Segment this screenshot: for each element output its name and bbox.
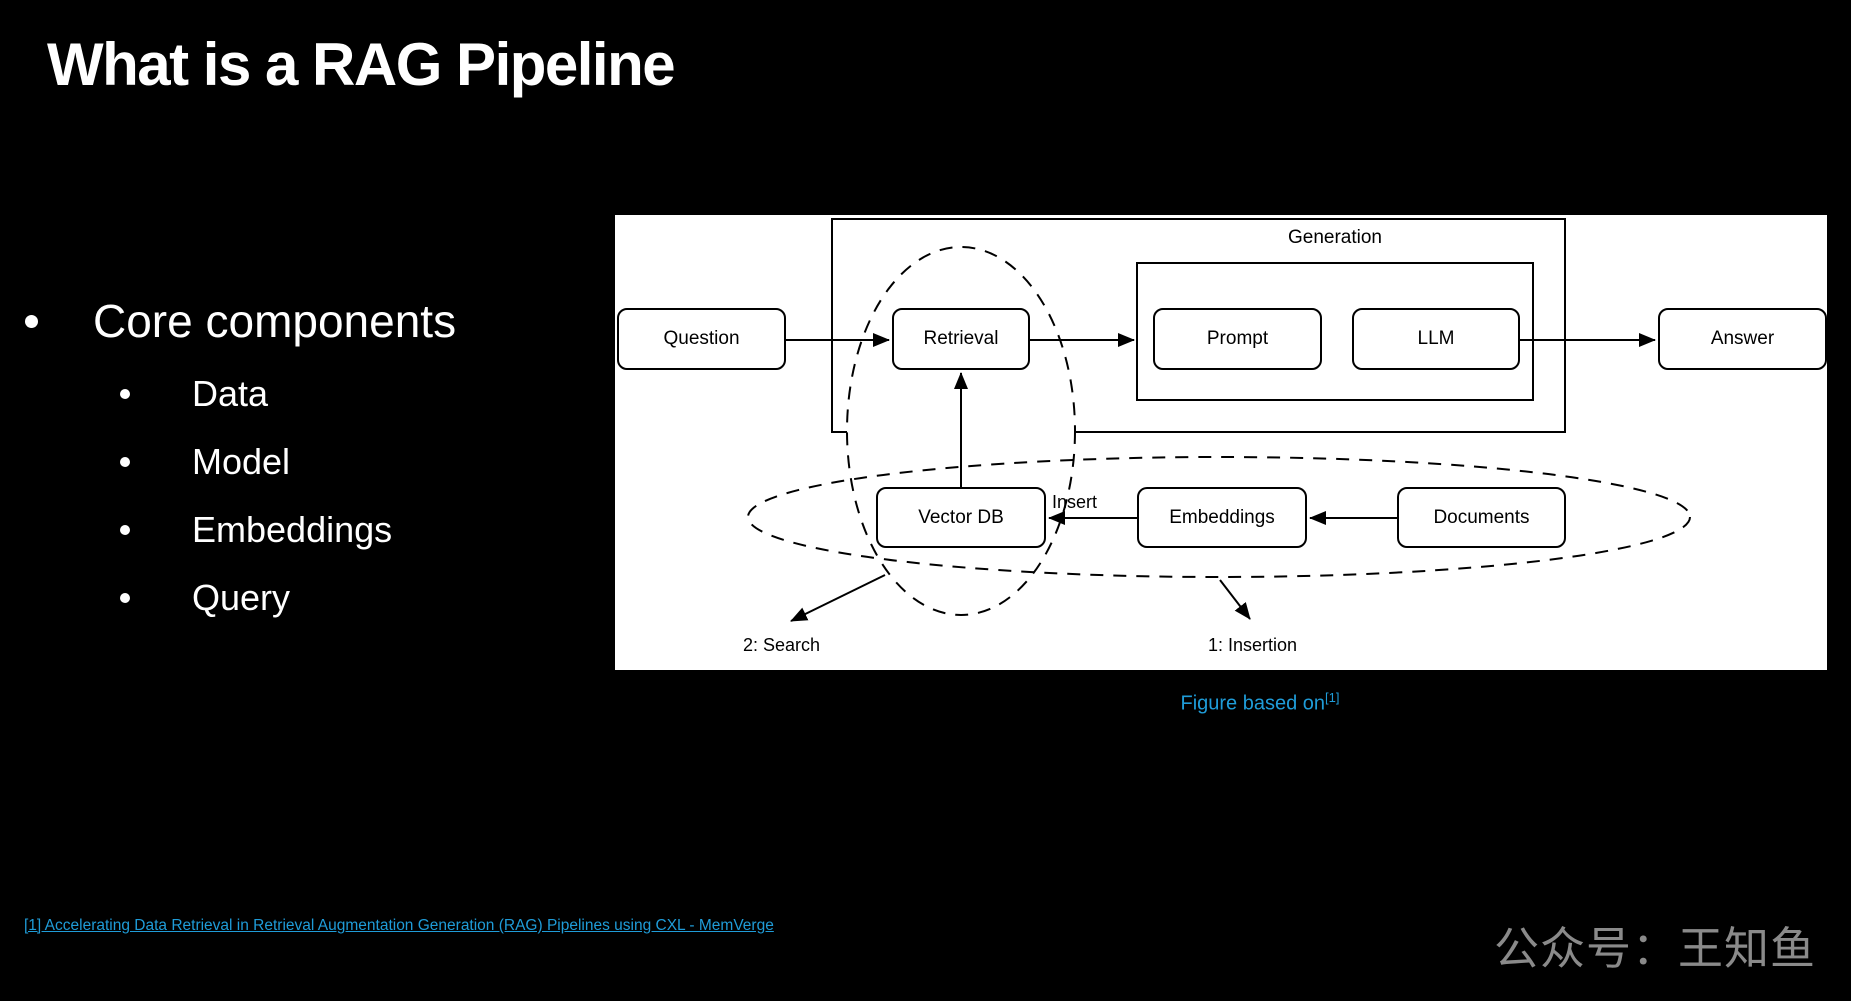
bullet-dot (120, 525, 130, 535)
figure-caption: Figure based on[1] (1080, 690, 1440, 716)
insertion-ellipse (747, 456, 1691, 578)
page-title: What is a RAG Pipeline (47, 31, 676, 98)
insert-label: Insert (1052, 492, 1098, 512)
bullet-label: Core components (93, 295, 457, 347)
bullet-dot (25, 314, 38, 328)
bullet-model: Model (120, 438, 290, 486)
search-ellipse (846, 246, 1076, 616)
bullet-embeddings: Embeddings (120, 506, 392, 554)
arrow-search-callout (790, 574, 886, 622)
node-documents: Documents (1397, 487, 1566, 548)
bullet-dot (120, 457, 130, 467)
bullet-label: Data (192, 373, 269, 414)
reference-link[interactable]: [1] Accelerating Data Retrieval in Retri… (24, 917, 774, 934)
bullet-data: Data (120, 370, 268, 418)
arrow-insertion-callout (1219, 579, 1251, 620)
rag-pipeline-diagram: Generation Question Retrieval Prompt LLM… (615, 215, 1827, 670)
node-llm: LLM (1352, 308, 1520, 370)
node-vector-db: Vector DB (876, 487, 1046, 548)
pipeline-outer-box (831, 218, 1566, 433)
bullet-label: Model (192, 441, 291, 482)
figure-caption-ref: [1] (1325, 690, 1340, 705)
bullet-query: Query (120, 574, 290, 622)
insertion-step-label: 1: Insertion (1208, 635, 1298, 655)
figure-caption-text: Figure based on (1180, 692, 1326, 715)
bullet-label: Query (192, 577, 291, 618)
wechat-watermark: 公众号：王知鱼 (1494, 923, 1817, 974)
bullet-dot (120, 389, 130, 399)
diagram-lines-layer (747, 218, 1691, 622)
node-embeddings: Embeddings (1137, 487, 1307, 548)
node-retrieval: Retrieval (892, 308, 1030, 370)
search-step-label: 2: Search (743, 635, 821, 655)
node-prompt: Prompt (1153, 308, 1322, 370)
node-question: Question (617, 308, 786, 370)
bullet-core-components: Core components (25, 294, 456, 348)
node-answer: Answer (1658, 308, 1827, 370)
generation-group-label: Generation (1287, 227, 1382, 248)
generation-group-box (1136, 262, 1534, 401)
bullet-label: Embeddings (192, 509, 393, 550)
bullet-dot (120, 593, 130, 603)
